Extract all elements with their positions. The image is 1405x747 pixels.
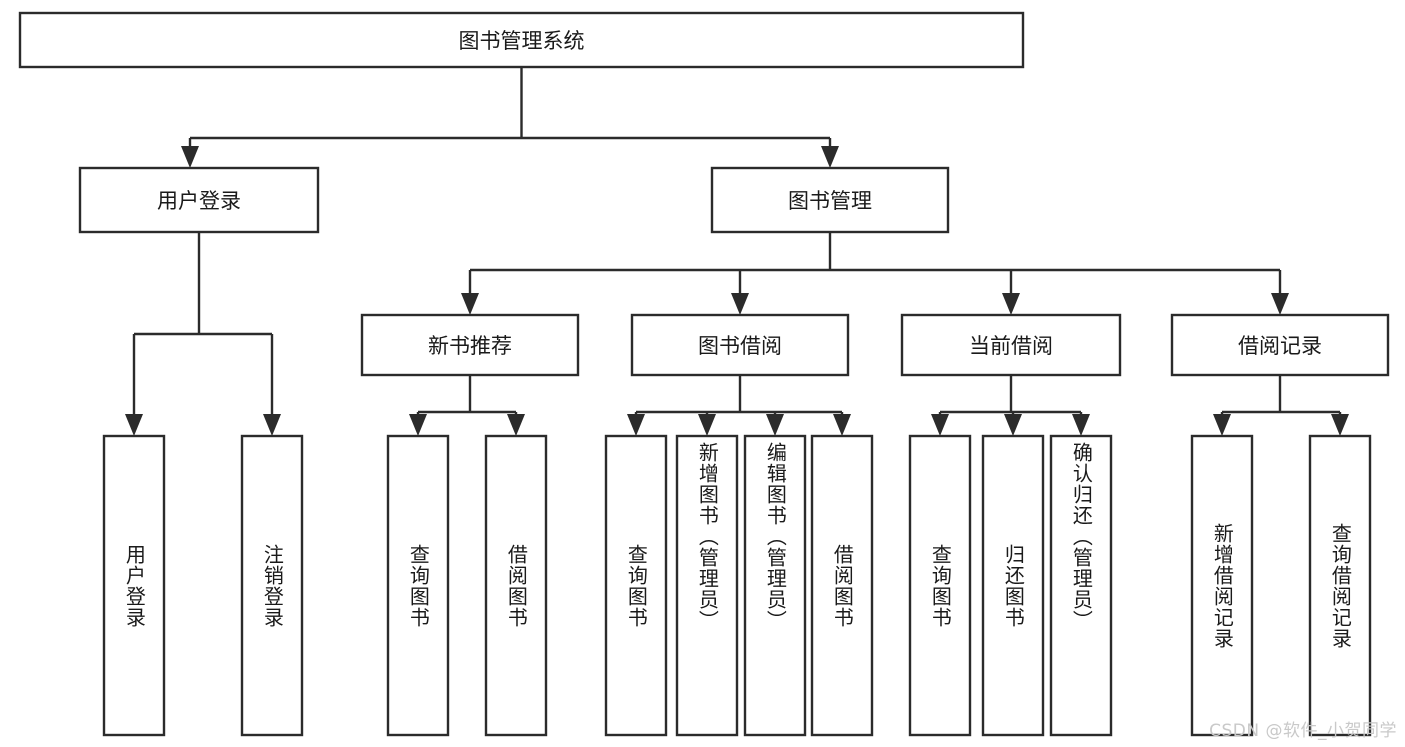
node-borrow-record[interactable]: 借阅记录 <box>1170 313 1390 377</box>
node-book-manage[interactable]: 图书管理 <box>710 166 950 234</box>
node-borrow-record-label: 借阅记录 <box>1238 334 1322 358</box>
leaf-node-user-login[interactable] <box>102 434 166 737</box>
node-root-system-label: 图书管理系统 <box>459 29 585 53</box>
leaf-node-borrow-book-bb[interactable] <box>810 434 874 737</box>
leaf-node-add-borrow-record[interactable] <box>1190 434 1254 737</box>
csdn-watermark: CSDN @软件_小贺同学 <box>1209 721 1397 741</box>
node-book-borrow[interactable]: 图书借阅 <box>630 313 850 377</box>
connector-new-book-recommend-to-leaves <box>409 375 525 436</box>
leaf-node-add-book-admin[interactable] <box>675 434 739 737</box>
leaf-node-query-borrow-record[interactable] <box>1308 434 1372 737</box>
node-root-system[interactable]: 图书管理系统 <box>18 11 1025 69</box>
leaf-node-query-book-nbr[interactable] <box>386 434 450 737</box>
connector-current-borrow-to-leaves <box>931 375 1090 436</box>
node-user-login-label: 用户登录 <box>157 189 241 213</box>
leaf-node-logout-login[interactable] <box>240 434 304 737</box>
node-user-login[interactable]: 用户登录 <box>78 166 320 234</box>
connector-root-to-level2 <box>181 67 839 168</box>
connector-borrow-record-to-leaves <box>1213 375 1349 436</box>
leaf-node-return-book[interactable] <box>981 434 1045 737</box>
leaf-node-borrow-book-nbr[interactable] <box>484 434 548 737</box>
connector-user-login-to-leaves <box>125 232 281 436</box>
leaf-node-edit-book-admin[interactable] <box>743 434 807 737</box>
leaf-node-query-book-bb[interactable] <box>604 434 668 737</box>
connector-book-manage-to-level3 <box>461 232 1289 315</box>
leaf-node-confirm-return-admin[interactable] <box>1049 434 1113 737</box>
node-current-borrow[interactable]: 当前借阅 <box>900 313 1122 377</box>
node-current-borrow-label: 当前借阅 <box>969 334 1053 358</box>
leaf-node-query-book-cb[interactable] <box>908 434 972 737</box>
node-book-borrow-label: 图书借阅 <box>698 334 782 358</box>
node-new-book-recommend[interactable]: 新书推荐 <box>360 313 580 377</box>
node-new-book-recommend-label: 新书推荐 <box>428 334 512 358</box>
node-book-manage-label: 图书管理 <box>788 189 872 213</box>
connector-book-borrow-to-leaves <box>627 375 851 436</box>
